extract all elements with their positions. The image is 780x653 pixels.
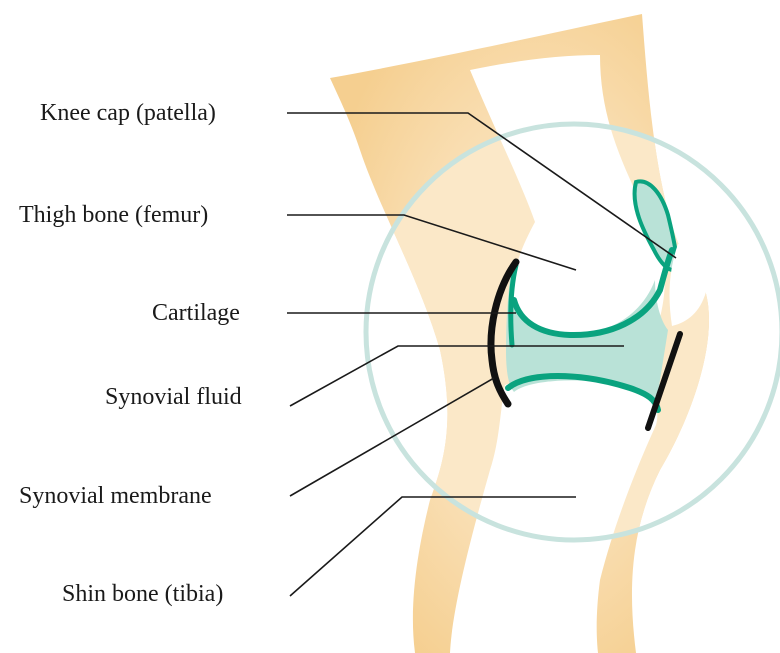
label-cartilage: Cartilage — [152, 300, 240, 326]
label-shin-bone: Shin bone (tibia) — [62, 581, 223, 607]
label-thigh-bone: Thigh bone (femur) — [19, 202, 208, 228]
label-synovial-fluid: Synovial fluid — [105, 384, 242, 410]
label-knee-cap: Knee cap (patella) — [40, 100, 216, 126]
label-synovial-membrane: Synovial membrane — [19, 483, 212, 509]
